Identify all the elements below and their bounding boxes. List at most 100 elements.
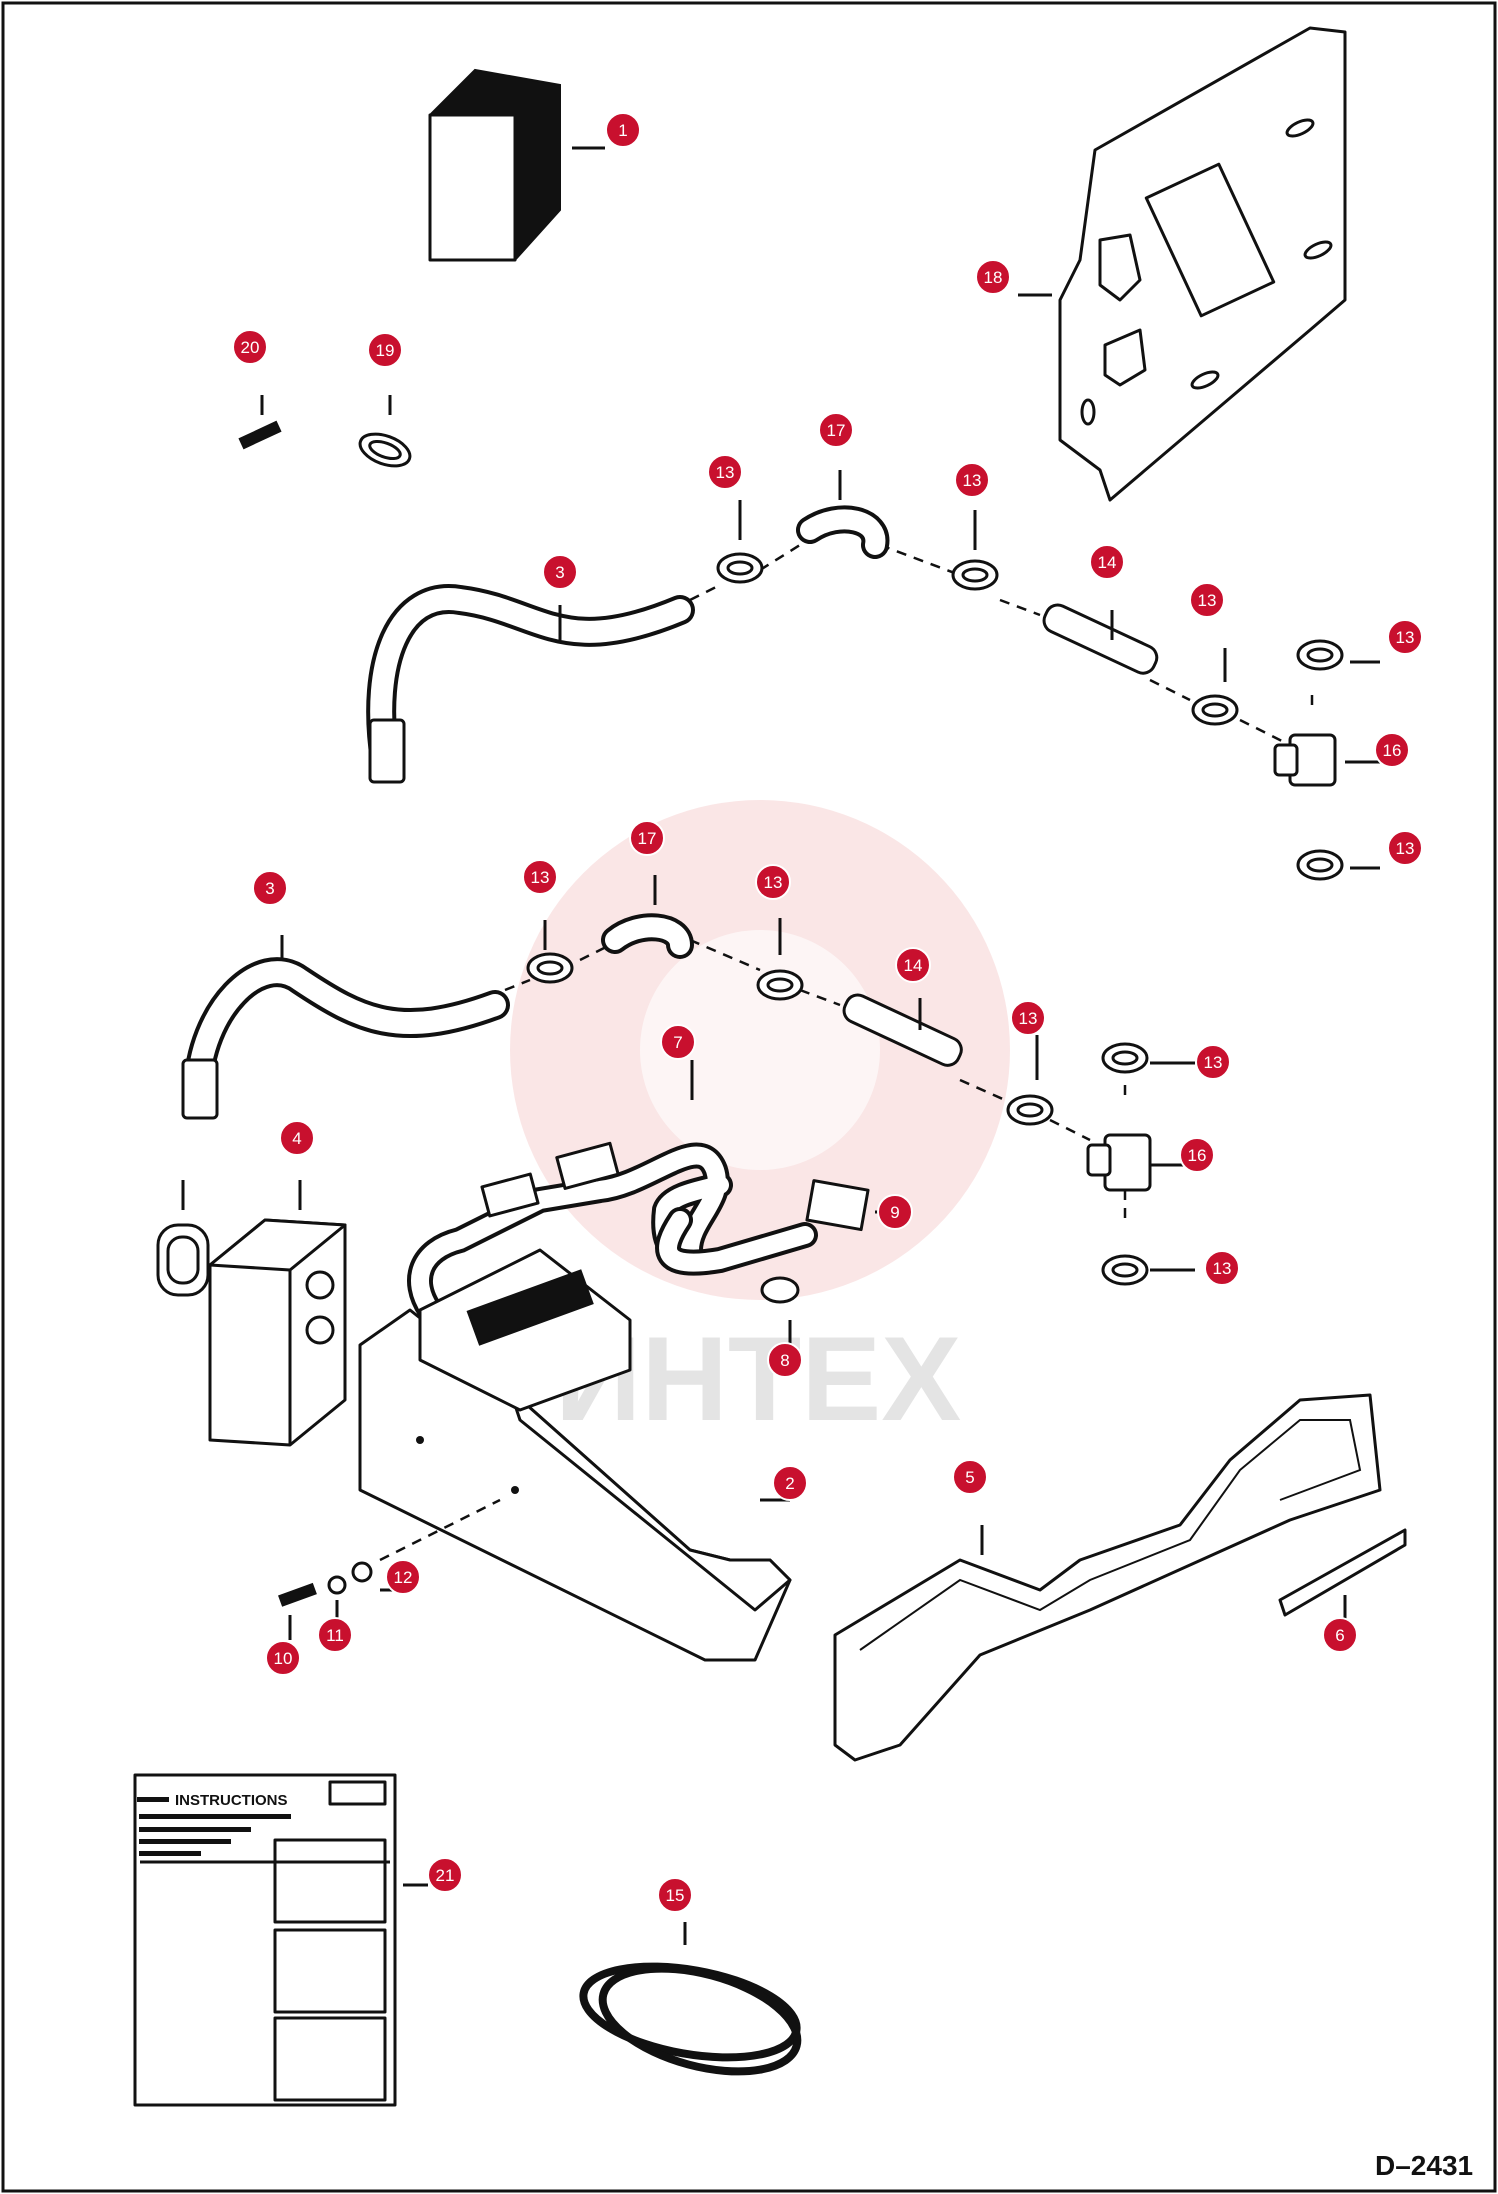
part-21-instructions-sheet: INSTRUCTIONS [133, 1773, 397, 2107]
callout-number: 13 [716, 463, 735, 482]
callout-marker [1387, 619, 1423, 655]
callout-number: 3 [555, 563, 564, 582]
part-15-tubing-coil [579, 1922, 802, 2076]
callout-13d[interactable]: 13 [1387, 619, 1423, 655]
callout-13b[interactable]: 13 [954, 462, 990, 498]
callout-marker [1179, 1137, 1215, 1173]
callout-13f[interactable]: 13 [522, 859, 558, 895]
callout-21[interactable]: 21 [427, 1857, 463, 1893]
callout-number: 3 [265, 879, 274, 898]
callout-marker [952, 1459, 988, 1495]
callout-number: 6 [1335, 1626, 1344, 1645]
callout-17b[interactable]: 17 [629, 820, 665, 856]
callout-11[interactable]: 11 [317, 1617, 353, 1653]
callout-marker [1322, 1617, 1358, 1653]
callout-19[interactable]: 19 [367, 332, 403, 368]
callout-8[interactable]: 8 [767, 1342, 803, 1378]
callout-1[interactable]: 1 [605, 112, 641, 148]
callout-16a[interactable]: 16 [1374, 732, 1410, 768]
callout-6[interactable]: 6 [1322, 1617, 1358, 1653]
callout-number: 13 [1198, 591, 1217, 610]
callout-marker [605, 112, 641, 148]
callout-number: 13 [1396, 628, 1415, 647]
instructions-heading: INSTRUCTIONS [175, 1792, 288, 1809]
callout-marker [542, 554, 578, 590]
callout-marker [1010, 1000, 1046, 1036]
callout-marker [252, 870, 288, 906]
callout-marker [954, 462, 990, 498]
callout-number: 13 [1019, 1009, 1038, 1028]
callout-number: 20 [241, 338, 260, 357]
callout-number: 19 [376, 341, 395, 360]
callout-number: 18 [984, 268, 1003, 287]
callout-marker [232, 329, 268, 365]
callout-number: 14 [1098, 553, 1117, 572]
part-19-clamp [358, 395, 412, 468]
callout-13i[interactable]: 13 [1195, 1044, 1231, 1080]
callout-number: 1 [618, 121, 627, 140]
callout-10[interactable]: 10 [265, 1640, 301, 1676]
callout-14a[interactable]: 14 [1089, 544, 1125, 580]
callout-number: 11 [326, 1626, 344, 1645]
callout-13j[interactable]: 13 [1204, 1250, 1240, 1286]
part-5-cover [833, 1393, 1382, 1762]
callout-3b[interactable]: 3 [252, 870, 288, 906]
callout-number: 7 [673, 1033, 682, 1052]
callout-2[interactable]: 2 [772, 1465, 808, 1501]
callout-number: 9 [890, 1203, 899, 1222]
part-10-11-12-hardware [278, 1498, 501, 1640]
callout-number: 2 [785, 1474, 794, 1493]
callout-number: 13 [1213, 1259, 1232, 1278]
callout-3a[interactable]: 3 [542, 554, 578, 590]
callout-marker [522, 859, 558, 895]
callout-marker [818, 412, 854, 448]
callout-number: 13 [1396, 839, 1415, 858]
callout-marker [385, 1559, 421, 1595]
callout-marker [1195, 1044, 1231, 1080]
callout-number: 4 [292, 1129, 301, 1148]
callout-marker [265, 1640, 301, 1676]
callout-marker [1374, 732, 1410, 768]
callout-marker [427, 1857, 463, 1893]
callout-marker [707, 454, 743, 490]
callout-number: 21 [436, 1866, 455, 1885]
callout-13h[interactable]: 13 [1010, 1000, 1046, 1036]
callout-marker [1089, 544, 1125, 580]
callout-number: 14 [904, 956, 923, 975]
part-20-screw [238, 395, 282, 450]
callout-12[interactable]: 12 [385, 1559, 421, 1595]
callout-marker [657, 1877, 693, 1913]
callout-15[interactable]: 15 [657, 1877, 693, 1913]
callout-number: 13 [764, 873, 783, 892]
callout-4[interactable]: 4 [279, 1120, 315, 1156]
callout-16b[interactable]: 16 [1179, 1137, 1215, 1173]
callout-marker [772, 1465, 808, 1501]
callout-13c[interactable]: 13 [1189, 582, 1225, 618]
callout-marker [629, 820, 665, 856]
callout-18[interactable]: 18 [975, 259, 1011, 295]
grommet [156, 1180, 210, 1297]
callout-number: 13 [531, 868, 550, 887]
callout-number: 17 [638, 829, 657, 848]
callout-13a[interactable]: 13 [707, 454, 743, 490]
callout-marker [755, 864, 791, 900]
part-7-harness [407, 1141, 870, 1323]
callout-13g[interactable]: 13 [755, 864, 791, 900]
callout-7[interactable]: 7 [660, 1024, 696, 1060]
callout-number: 17 [827, 421, 846, 440]
callout-20[interactable]: 20 [232, 329, 268, 365]
callout-14b[interactable]: 14 [895, 947, 931, 983]
callout-marker [1387, 830, 1423, 866]
callout-13e[interactable]: 13 [1387, 830, 1423, 866]
callout-number: 5 [965, 1468, 974, 1487]
part-1-box [428, 68, 561, 262]
callout-9[interactable]: 9 [877, 1194, 913, 1230]
callout-marker [975, 259, 1011, 295]
part-2-control-box [358, 1248, 792, 1662]
callout-5[interactable]: 5 [952, 1459, 988, 1495]
callout-17a[interactable]: 17 [818, 412, 854, 448]
upper-hose-assembly [366, 505, 1344, 881]
